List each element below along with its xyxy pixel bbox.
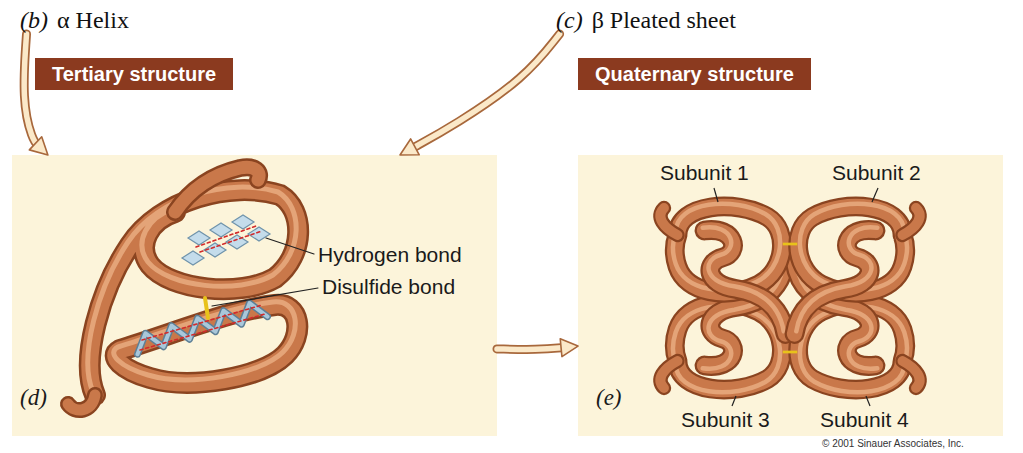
flow-arrow — [497, 339, 578, 357]
beta-sheet — [182, 215, 270, 265]
disulfide-bridge — [783, 351, 797, 354]
structure-caption: (c) β Pleated sheet — [556, 6, 736, 34]
section-banner: Tertiary structure — [35, 58, 233, 90]
alpha-helix-ribbon — [138, 303, 268, 354]
subunit-figure — [795, 204, 920, 334]
banner-label: Quaternary structure — [595, 61, 794, 87]
leader-lines — [714, 188, 878, 406]
panel-letter: (e) — [596, 385, 622, 411]
arrow-head — [560, 339, 578, 357]
bond-label: Hydrogen bond — [318, 243, 462, 267]
leader-line — [714, 188, 718, 202]
sheet-pleat — [232, 215, 254, 229]
structure-caption: (b) α Helix — [20, 6, 129, 34]
chain-outline — [175, 167, 259, 212]
leader-line — [266, 238, 314, 254]
arrow-outline — [497, 347, 566, 349]
bond-label: Disulfide bond — [322, 275, 455, 299]
quaternary-protein — [660, 204, 919, 392]
panel-letter: (c) — [556, 6, 583, 34]
leader-line — [212, 288, 318, 306]
hydrogen-bond-line — [140, 305, 265, 350]
chain-outline — [90, 190, 298, 395]
hydrogen-bond-line — [196, 226, 262, 252]
disulfide-bridge — [205, 298, 208, 318]
figure-panel: Subunit 1 Subunit 2 Subunit 3 Subunit 4 (e) — [578, 155, 1003, 436]
chain-outline — [68, 395, 95, 410]
arrow-body — [497, 347, 566, 349]
subunit-label: Subunit 1 — [660, 161, 749, 185]
sheet-pleat — [182, 251, 204, 265]
subunit-label: Subunit 3 — [681, 408, 770, 432]
arrow-head — [29, 137, 48, 155]
arrow-outline — [411, 34, 560, 149]
leader-line — [872, 188, 878, 202]
panel-letter: (d) — [20, 385, 47, 411]
sheet-pleat — [210, 223, 232, 237]
tertiary-protein — [68, 167, 318, 410]
leader-line — [866, 396, 870, 406]
section-banner: Quaternary structure — [578, 58, 811, 90]
arrow-body — [24, 34, 39, 147]
chain-body — [68, 395, 95, 410]
alpha-helix-ribbon — [138, 303, 268, 354]
banner-label: Tertiary structure — [52, 61, 216, 87]
subunit-figure — [660, 204, 785, 334]
chain-highlight — [114, 302, 296, 380]
flow-arrow — [400, 34, 560, 155]
chain-highlight — [88, 187, 296, 392]
arrow-body — [411, 34, 560, 149]
leader-line — [732, 396, 736, 406]
arrow-head — [400, 139, 419, 155]
chain-body — [90, 190, 298, 395]
caption-text: β Pleated sheet — [592, 6, 736, 34]
disulfide-bridge — [783, 243, 797, 246]
arrow-outline — [24, 34, 39, 147]
panel-letter: (b) — [20, 6, 48, 34]
copyright-note: © 2001 Sinauer Associates, Inc. — [822, 438, 964, 450]
caption-text: α Helix — [57, 6, 129, 34]
chain-body — [175, 167, 259, 212]
subunit-label: Subunit 2 — [832, 161, 921, 185]
flow-arrow — [24, 34, 48, 155]
subunit-label: Subunit 4 — [820, 408, 909, 432]
